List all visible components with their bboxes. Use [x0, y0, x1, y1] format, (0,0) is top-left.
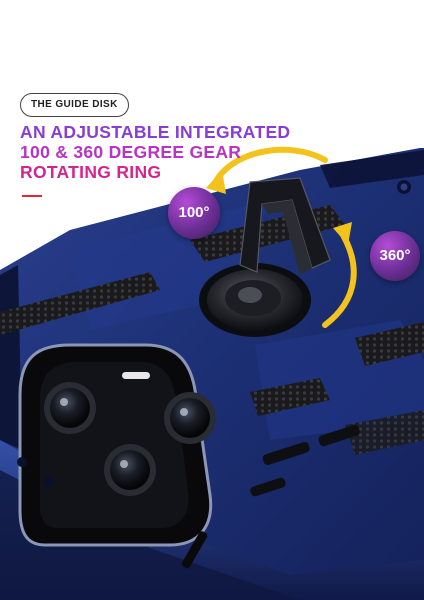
headline-line-3: ROTATING RING	[20, 162, 162, 182]
side-button	[250, 477, 286, 497]
bumper-top-right	[320, 150, 424, 188]
grip-pad-side	[345, 410, 424, 455]
grip-pad-lower	[250, 378, 330, 416]
side-button	[262, 441, 310, 466]
port-hole	[17, 457, 27, 467]
port-slot	[181, 531, 208, 569]
camera-lens-icon	[104, 444, 156, 496]
headline-line-1: AN ADJUSTABLE INTEGRATED	[20, 122, 291, 142]
ring-holder-icon	[199, 177, 331, 337]
camera-module	[18, 343, 216, 547]
accent-divider	[22, 195, 42, 197]
headline: AN ADJUSTABLE INTEGRATED 100 & 360 DEGRE…	[20, 122, 290, 182]
side-button	[318, 424, 360, 447]
grip-pad-right	[355, 322, 424, 366]
guide-disk-label: THE GUIDE DISK	[20, 93, 129, 117]
grip-pad-left	[0, 272, 160, 335]
rotation-angle-badge: 360°	[370, 231, 420, 281]
camera-lens-icon	[44, 382, 96, 434]
camera-flash-icon	[122, 372, 150, 379]
port-hole	[43, 477, 53, 487]
tilt-angle-badge: 100°	[168, 187, 220, 239]
camera-lens-icon	[164, 392, 216, 444]
headline-line-2: 100 & 360 DEGREE GEAR	[20, 142, 242, 162]
